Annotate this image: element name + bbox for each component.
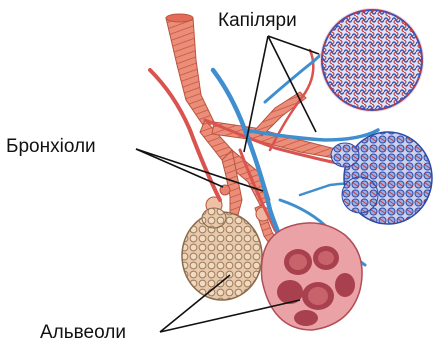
pointer-bronchioles-1 bbox=[136, 149, 223, 187]
alveolar-sac-open bbox=[261, 223, 362, 330]
alveoli-label: Альвеоли bbox=[40, 323, 126, 342]
capillaries-label: Капіляри bbox=[218, 11, 297, 30]
bronchioles-label: Бронхіоли bbox=[6, 137, 96, 156]
capillary-network-top bbox=[320, 8, 424, 112]
alveolar-sac-blue bbox=[331, 132, 432, 224]
alveolar-sac-beige bbox=[182, 208, 262, 300]
